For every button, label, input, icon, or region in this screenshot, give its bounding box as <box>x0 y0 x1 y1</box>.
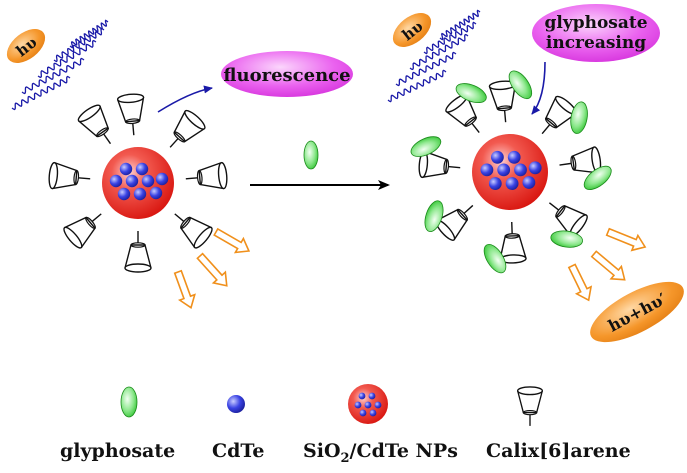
cdte-quantum-dot <box>359 409 367 417</box>
photon-pill-right <box>392 13 432 47</box>
calixarene-cup <box>559 146 602 174</box>
emission-arrows-left <box>173 227 251 309</box>
calixarene-cup <box>516 386 544 426</box>
cdte-quantum-dot <box>480 163 494 177</box>
cdte-quantum-dot <box>354 401 362 409</box>
legend <box>120 384 544 426</box>
glyphosate-molecule <box>508 70 533 100</box>
legend-glyphosate-label: glyphosate <box>60 440 176 462</box>
cdte-quantum-dot <box>119 162 133 176</box>
cdte-quantum-dot <box>135 162 149 176</box>
cdte-quantum-dot <box>117 187 131 201</box>
calixarene-cup <box>169 109 206 148</box>
cdte-quantum-dot <box>374 401 382 409</box>
light-wave <box>69 19 109 49</box>
light-wave <box>21 57 85 95</box>
emission-arrow <box>605 227 647 252</box>
cdte-quantum-dot <box>368 392 376 400</box>
glyphosate-molecule <box>410 136 442 157</box>
sio2-nanoparticle <box>102 147 174 219</box>
glyphosate-increasing-line1: glyphosate <box>544 13 647 33</box>
cdte-quantum-dot <box>125 174 139 188</box>
glyphosate-increasing-pill <box>532 4 660 62</box>
legend-sio2-cdte-icon <box>348 384 388 424</box>
calixarene-cup <box>499 221 527 264</box>
cdte-quantum-dot <box>133 187 147 201</box>
glyphosate-molecule <box>583 165 612 190</box>
light-wave <box>387 69 447 103</box>
cdte-quantum-dot <box>155 172 169 186</box>
sio2-nanoparticle <box>472 134 548 210</box>
light-wave <box>11 75 71 111</box>
glyphosate-molecule <box>550 230 583 248</box>
light-wave <box>409 33 469 71</box>
calixarene-cup <box>174 213 213 249</box>
cdte-quantum-dot <box>497 163 511 177</box>
light-wave <box>423 21 477 55</box>
fluorescence-pill <box>221 51 353 97</box>
photon-pill-left <box>6 29 46 63</box>
emission-arrow <box>196 252 228 287</box>
cdte-quantum-dot <box>522 176 536 189</box>
calixarene-cup <box>116 93 145 136</box>
cdte-quantum-dot <box>149 186 163 200</box>
calixarene-cup <box>541 95 577 135</box>
cdte-quantum-dot <box>491 150 504 164</box>
bare-nanoparticle-assembly <box>48 93 228 273</box>
emission-arrow <box>213 227 251 254</box>
cdte-quantum-dot <box>369 409 377 417</box>
calixarene-cup <box>548 202 588 237</box>
calixarene-cup <box>435 204 474 241</box>
cdte-quantum-dot <box>364 401 372 409</box>
cdte-quantum-dot <box>109 174 123 188</box>
emission-arrows-right <box>567 227 647 302</box>
cdte-quantum-dot <box>505 177 519 190</box>
light-wave <box>439 9 481 41</box>
glyphosate-molecule <box>570 101 588 134</box>
legend-glyphosate-icon <box>120 386 138 418</box>
incident-light-waves-left <box>11 19 109 111</box>
legend-cdte-label: CdTe <box>212 440 265 462</box>
emission-arrow <box>590 250 626 281</box>
calixarene-cup <box>488 80 517 123</box>
cdte-quantum-dot <box>141 174 155 188</box>
light-wave <box>37 39 97 79</box>
incident-light-waves-right <box>387 9 481 103</box>
cdte-quantum-dot <box>358 392 366 400</box>
calixarene-cup <box>77 104 112 145</box>
glyphosate-molecule <box>455 83 487 104</box>
cdte-quantum-dot <box>528 161 542 175</box>
legend-sio2-cdte-label: SiO2/CdTe NPs <box>303 440 458 466</box>
fluorescence-label: fluorescence <box>223 65 350 86</box>
glyphosate-molecule <box>483 243 507 274</box>
light-wave <box>53 27 105 63</box>
light-wave <box>395 51 457 87</box>
fluorescence-curved-arrow <box>157 85 213 113</box>
calixarene-cup <box>63 213 102 249</box>
glyphosate-molecule <box>424 200 444 233</box>
increasing-curved-arrow <box>531 61 546 115</box>
cdte-quantum-dot <box>507 150 521 164</box>
legend-calixarene-label: Calix[6]arene <box>486 440 631 462</box>
legend-cdte-icon <box>227 395 245 413</box>
calixarene-cup <box>124 231 152 273</box>
emission-pill <box>590 281 684 343</box>
cdte-quantum-dot <box>514 163 527 177</box>
calixarene-cup <box>48 161 91 190</box>
legend-calixarene-icon <box>516 386 544 426</box>
glyphosate-added-icon <box>303 140 319 170</box>
calixarene-cup <box>185 161 228 190</box>
cdte-quantum-dot <box>488 177 502 190</box>
calixarene-cup <box>418 150 461 179</box>
emission-arrow <box>567 263 593 302</box>
glyphosate-increasing-line2: increasing <box>546 33 646 53</box>
glyphosate-bound-nanoparticle-assembly <box>410 70 612 274</box>
emission-arrow <box>173 269 196 309</box>
